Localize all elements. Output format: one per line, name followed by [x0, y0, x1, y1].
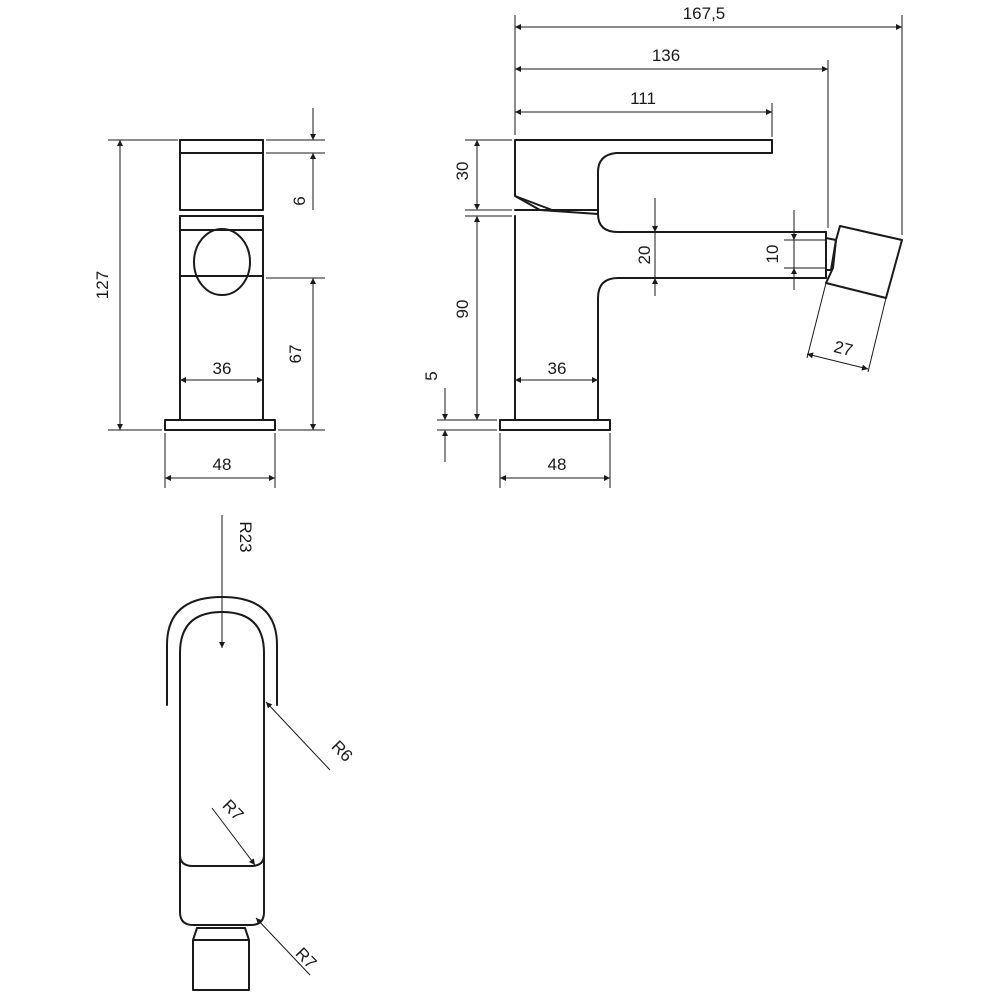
top-inner-step: [179, 854, 265, 867]
dim-bottom-radius: R7: [255, 917, 321, 976]
dim-front-lever-height: 67: [266, 277, 325, 431]
dim-side-base-thickness: 5: [422, 371, 497, 462]
dim-front-body-width: 36: [180, 359, 263, 383]
dim-label-6: 6: [290, 196, 309, 205]
dim-side-spout-thickness: 20: [635, 198, 658, 296]
side-body-spout: [514, 213, 827, 421]
dim-label-30: 30: [453, 162, 472, 181]
dim-label-20: 20: [635, 246, 654, 265]
side-lever-outline: [514, 139, 773, 215]
dim-front-top-cap: 6: [266, 108, 325, 210]
dim-top-radius: R23: [219, 515, 255, 648]
side-aerator: [825, 225, 903, 299]
front-base: [164, 419, 276, 431]
radius-label-r7-inner: R7: [219, 796, 248, 825]
side-lever-cut: [514, 195, 553, 211]
dim-side-lever-height: 30: [453, 139, 512, 217]
dim-side-body-height: 90: [453, 216, 497, 421]
front-upper-body: [179, 139, 264, 211]
dim-label-10: 10: [763, 245, 782, 264]
front-lever-knob: [193, 228, 251, 296]
dim-label-36-front: 36: [213, 359, 232, 378]
radius-label-r7-bottom: R7: [292, 944, 321, 973]
dim-label-167-5: 167,5: [683, 4, 726, 23]
dim-label-5: 5: [422, 371, 441, 380]
dim-inner-radius: R7: [211, 796, 256, 866]
dim-side-radius: R6: [265, 701, 357, 771]
dim-label-48-front: 48: [213, 455, 232, 474]
dim-side-body-width: 36: [515, 359, 598, 383]
side-view: 167,5 136 111 30 90 5: [422, 4, 903, 488]
front-lower-body: [179, 215, 264, 421]
dim-front-base-width: 48: [164, 433, 276, 488]
top-view: R23 R6 R7 R7: [166, 515, 357, 991]
dim-side-spout-reach: 111: [515, 89, 773, 137]
top-aerator: [192, 927, 250, 991]
radius-label-r23: R23: [236, 521, 255, 552]
front-view: 127 6 67 36 48: [93, 108, 325, 488]
dim-label-27: 27: [832, 337, 855, 360]
top-body: [179, 704, 265, 926]
side-base: [499, 419, 611, 431]
dim-side-width-total: 167,5: [514, 4, 903, 235]
dim-label-136: 136: [652, 46, 680, 65]
dim-label-36-side: 36: [548, 359, 567, 378]
dim-label-67: 67: [286, 345, 305, 364]
dim-label-90: 90: [453, 300, 472, 319]
dim-side-width-mid: 136: [515, 46, 829, 228]
dim-side-base-width: 48: [499, 433, 611, 488]
dim-side-aerator-size: 27: [806, 282, 887, 373]
radius-label-r6: R6: [328, 737, 357, 766]
front-lever-band: [179, 229, 264, 277]
dim-front-height-total: 127: [93, 139, 178, 431]
dim-side-aerator-offset: 10: [763, 210, 826, 290]
front-cap-outline: [179, 139, 264, 154]
dim-label-111: 111: [630, 89, 656, 108]
dim-label-127: 127: [93, 271, 112, 299]
dim-label-48-side: 48: [548, 455, 567, 474]
